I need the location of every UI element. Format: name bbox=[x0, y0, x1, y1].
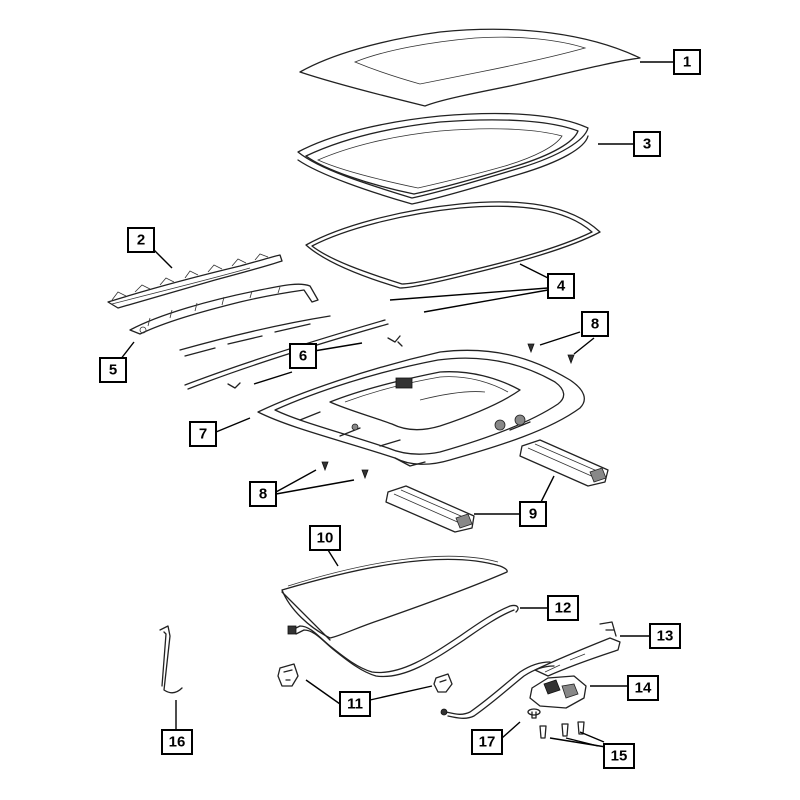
part-glass-frame bbox=[297, 112, 589, 205]
part-guide-rail-left bbox=[385, 485, 475, 533]
callout-16: 16 bbox=[161, 729, 193, 755]
callout-7: 7 bbox=[189, 421, 217, 447]
part-glass-seal bbox=[305, 201, 601, 289]
callout-10: 10 bbox=[309, 525, 341, 551]
part-sunshade bbox=[281, 555, 508, 641]
callout-12-label: 12 bbox=[555, 600, 572, 617]
callout-5-label: 5 bbox=[109, 362, 117, 379]
callout-4-label: 4 bbox=[557, 278, 566, 295]
part-clip-left bbox=[277, 663, 299, 687]
callout-13-label: 13 bbox=[657, 628, 674, 645]
part-guide-rail-right bbox=[519, 439, 609, 487]
callout-14: 14 bbox=[627, 675, 659, 701]
part-drain-tube bbox=[159, 625, 183, 694]
callout-8-upper: 8 bbox=[581, 311, 609, 337]
part-air-deflector bbox=[107, 253, 283, 309]
part-screws-15 bbox=[539, 721, 585, 739]
callout-6: 6 bbox=[289, 343, 317, 369]
callout-11-label: 11 bbox=[347, 696, 363, 713]
part-grommet bbox=[527, 708, 541, 719]
callout-8-lower-label: 8 bbox=[259, 486, 267, 503]
callout-15-label: 15 bbox=[611, 748, 628, 765]
part-deflector-frame bbox=[129, 283, 319, 335]
leader-lines bbox=[119, 61, 674, 749]
callout-6-label: 6 bbox=[299, 348, 307, 365]
part-screws-upper bbox=[527, 343, 575, 365]
part-drive-cable bbox=[287, 604, 519, 678]
part-screws-lower bbox=[321, 461, 369, 480]
callout-9: 9 bbox=[519, 501, 547, 527]
callout-11: 11 bbox=[339, 691, 371, 717]
callout-12: 12 bbox=[547, 595, 579, 621]
callout-2-label: 2 bbox=[137, 232, 145, 249]
callout-9-label: 9 bbox=[529, 506, 537, 523]
callout-17: 17 bbox=[471, 729, 503, 755]
callout-13: 13 bbox=[649, 623, 681, 649]
callout-8-upper-label: 8 bbox=[591, 316, 599, 333]
callout-1: 1 bbox=[673, 49, 701, 75]
callout-7-label: 7 bbox=[199, 426, 207, 443]
callout-15: 15 bbox=[603, 743, 635, 769]
part-cable-guide bbox=[534, 621, 621, 677]
callout-16-label: 16 bbox=[169, 734, 186, 751]
callout-4: 4 bbox=[547, 273, 575, 299]
callout-5: 5 bbox=[99, 357, 127, 383]
callout-3-label: 3 bbox=[643, 136, 651, 153]
callout-10-label: 10 bbox=[317, 530, 334, 547]
part-motor bbox=[440, 661, 587, 719]
callout-17-label: 17 bbox=[479, 734, 496, 751]
callout-3: 3 bbox=[633, 131, 661, 157]
part-clip-right bbox=[433, 673, 453, 693]
part-housing-frame bbox=[257, 349, 585, 467]
callout-14-label: 14 bbox=[635, 680, 652, 697]
callout-1-label: 1 bbox=[683, 54, 691, 71]
callout-2: 2 bbox=[127, 227, 155, 253]
part-roof-panel bbox=[299, 28, 641, 107]
callout-8-lower: 8 bbox=[249, 481, 277, 507]
